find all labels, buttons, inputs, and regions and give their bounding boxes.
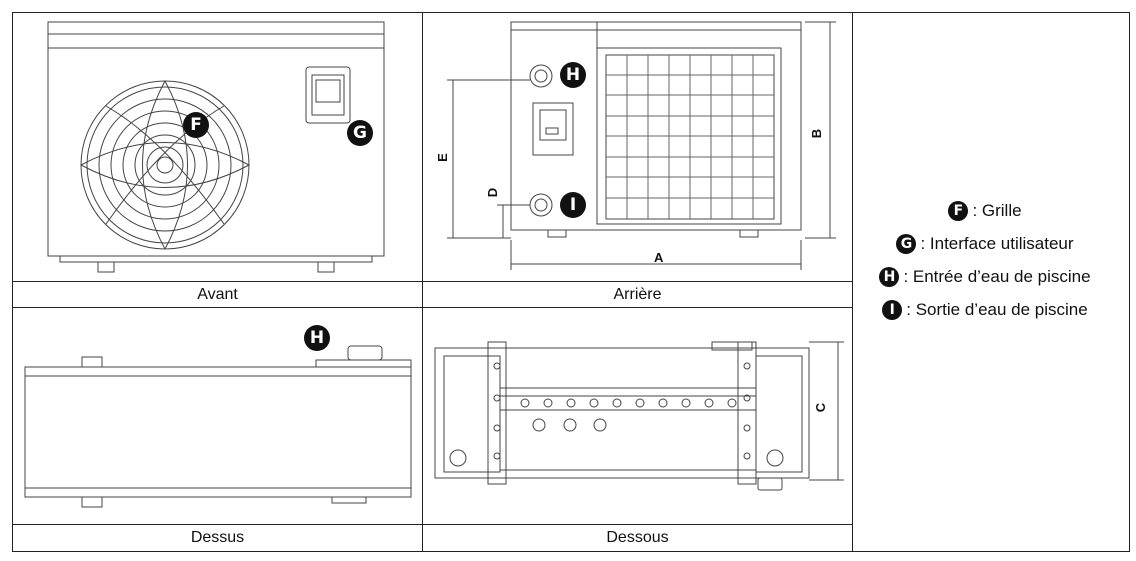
front-view-drawing (47, 21, 385, 273)
legend-item-interface: G : Interface utilisateur (845, 227, 1125, 260)
legend-item-inlet: H : Entrée d’eau de piscine (845, 260, 1125, 293)
marker-g-icon: G (896, 233, 917, 254)
bottom-view-drawing (434, 341, 844, 491)
marker-h-icon: H (879, 266, 900, 287)
dimension-a-label: A (654, 250, 664, 265)
dimension-c-label: C (813, 402, 829, 413)
dimension-b-label: B (809, 128, 825, 139)
caption-bottom: Dessous (422, 524, 853, 552)
legend-item-outlet: I : Sortie d’eau de piscine (845, 293, 1125, 326)
legend-text: : Sortie d’eau de piscine (906, 299, 1088, 319)
legend-item-grille: F : Grille (845, 194, 1125, 227)
legend-text: : Entrée d’eau de piscine (903, 266, 1091, 286)
marker-g-front: G (347, 120, 373, 146)
marker-f-front: F (183, 112, 209, 138)
marker-i-icon: I (882, 299, 903, 320)
marker-f-icon: F (948, 200, 969, 221)
marker-h-back: H (560, 62, 586, 88)
back-view-drawing (447, 21, 836, 270)
marker-i-back: I (560, 192, 586, 218)
dimension-d-label: D (485, 187, 501, 198)
legend-text: : Interface utilisateur (920, 233, 1074, 253)
top-view-drawing (24, 345, 412, 508)
legend-text: : Grille (972, 200, 1022, 220)
dimension-e-label: E (434, 153, 450, 162)
legend: F : Grille G : Interface utilisateur H :… (845, 194, 1125, 326)
marker-h-top: H (304, 325, 330, 351)
